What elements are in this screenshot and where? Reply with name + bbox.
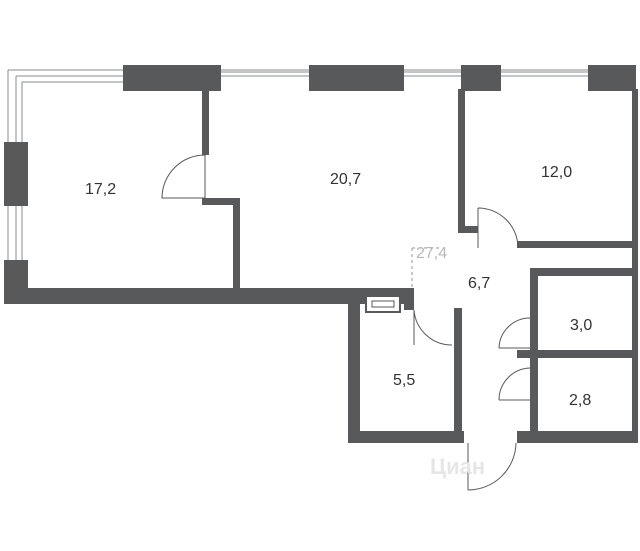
room-area-a: 17,2: [85, 181, 116, 198]
walls: [4, 65, 638, 443]
watermark: Циан: [430, 454, 485, 479]
room-area-storage: 5,5: [393, 372, 415, 389]
room-area-b: 20,7: [330, 171, 361, 188]
room-area-bath-1: 3,0: [570, 317, 592, 334]
room-area-hall: 6,7: [468, 275, 490, 292]
total-area-label: 27,4: [416, 245, 447, 262]
vent-icon: [365, 295, 401, 313]
room-area-bath-2: 2,8: [569, 392, 591, 409]
doors: [161, 154, 531, 491]
room-area-c: 12,0: [541, 164, 572, 181]
dashed-boundary: [411, 247, 440, 288]
